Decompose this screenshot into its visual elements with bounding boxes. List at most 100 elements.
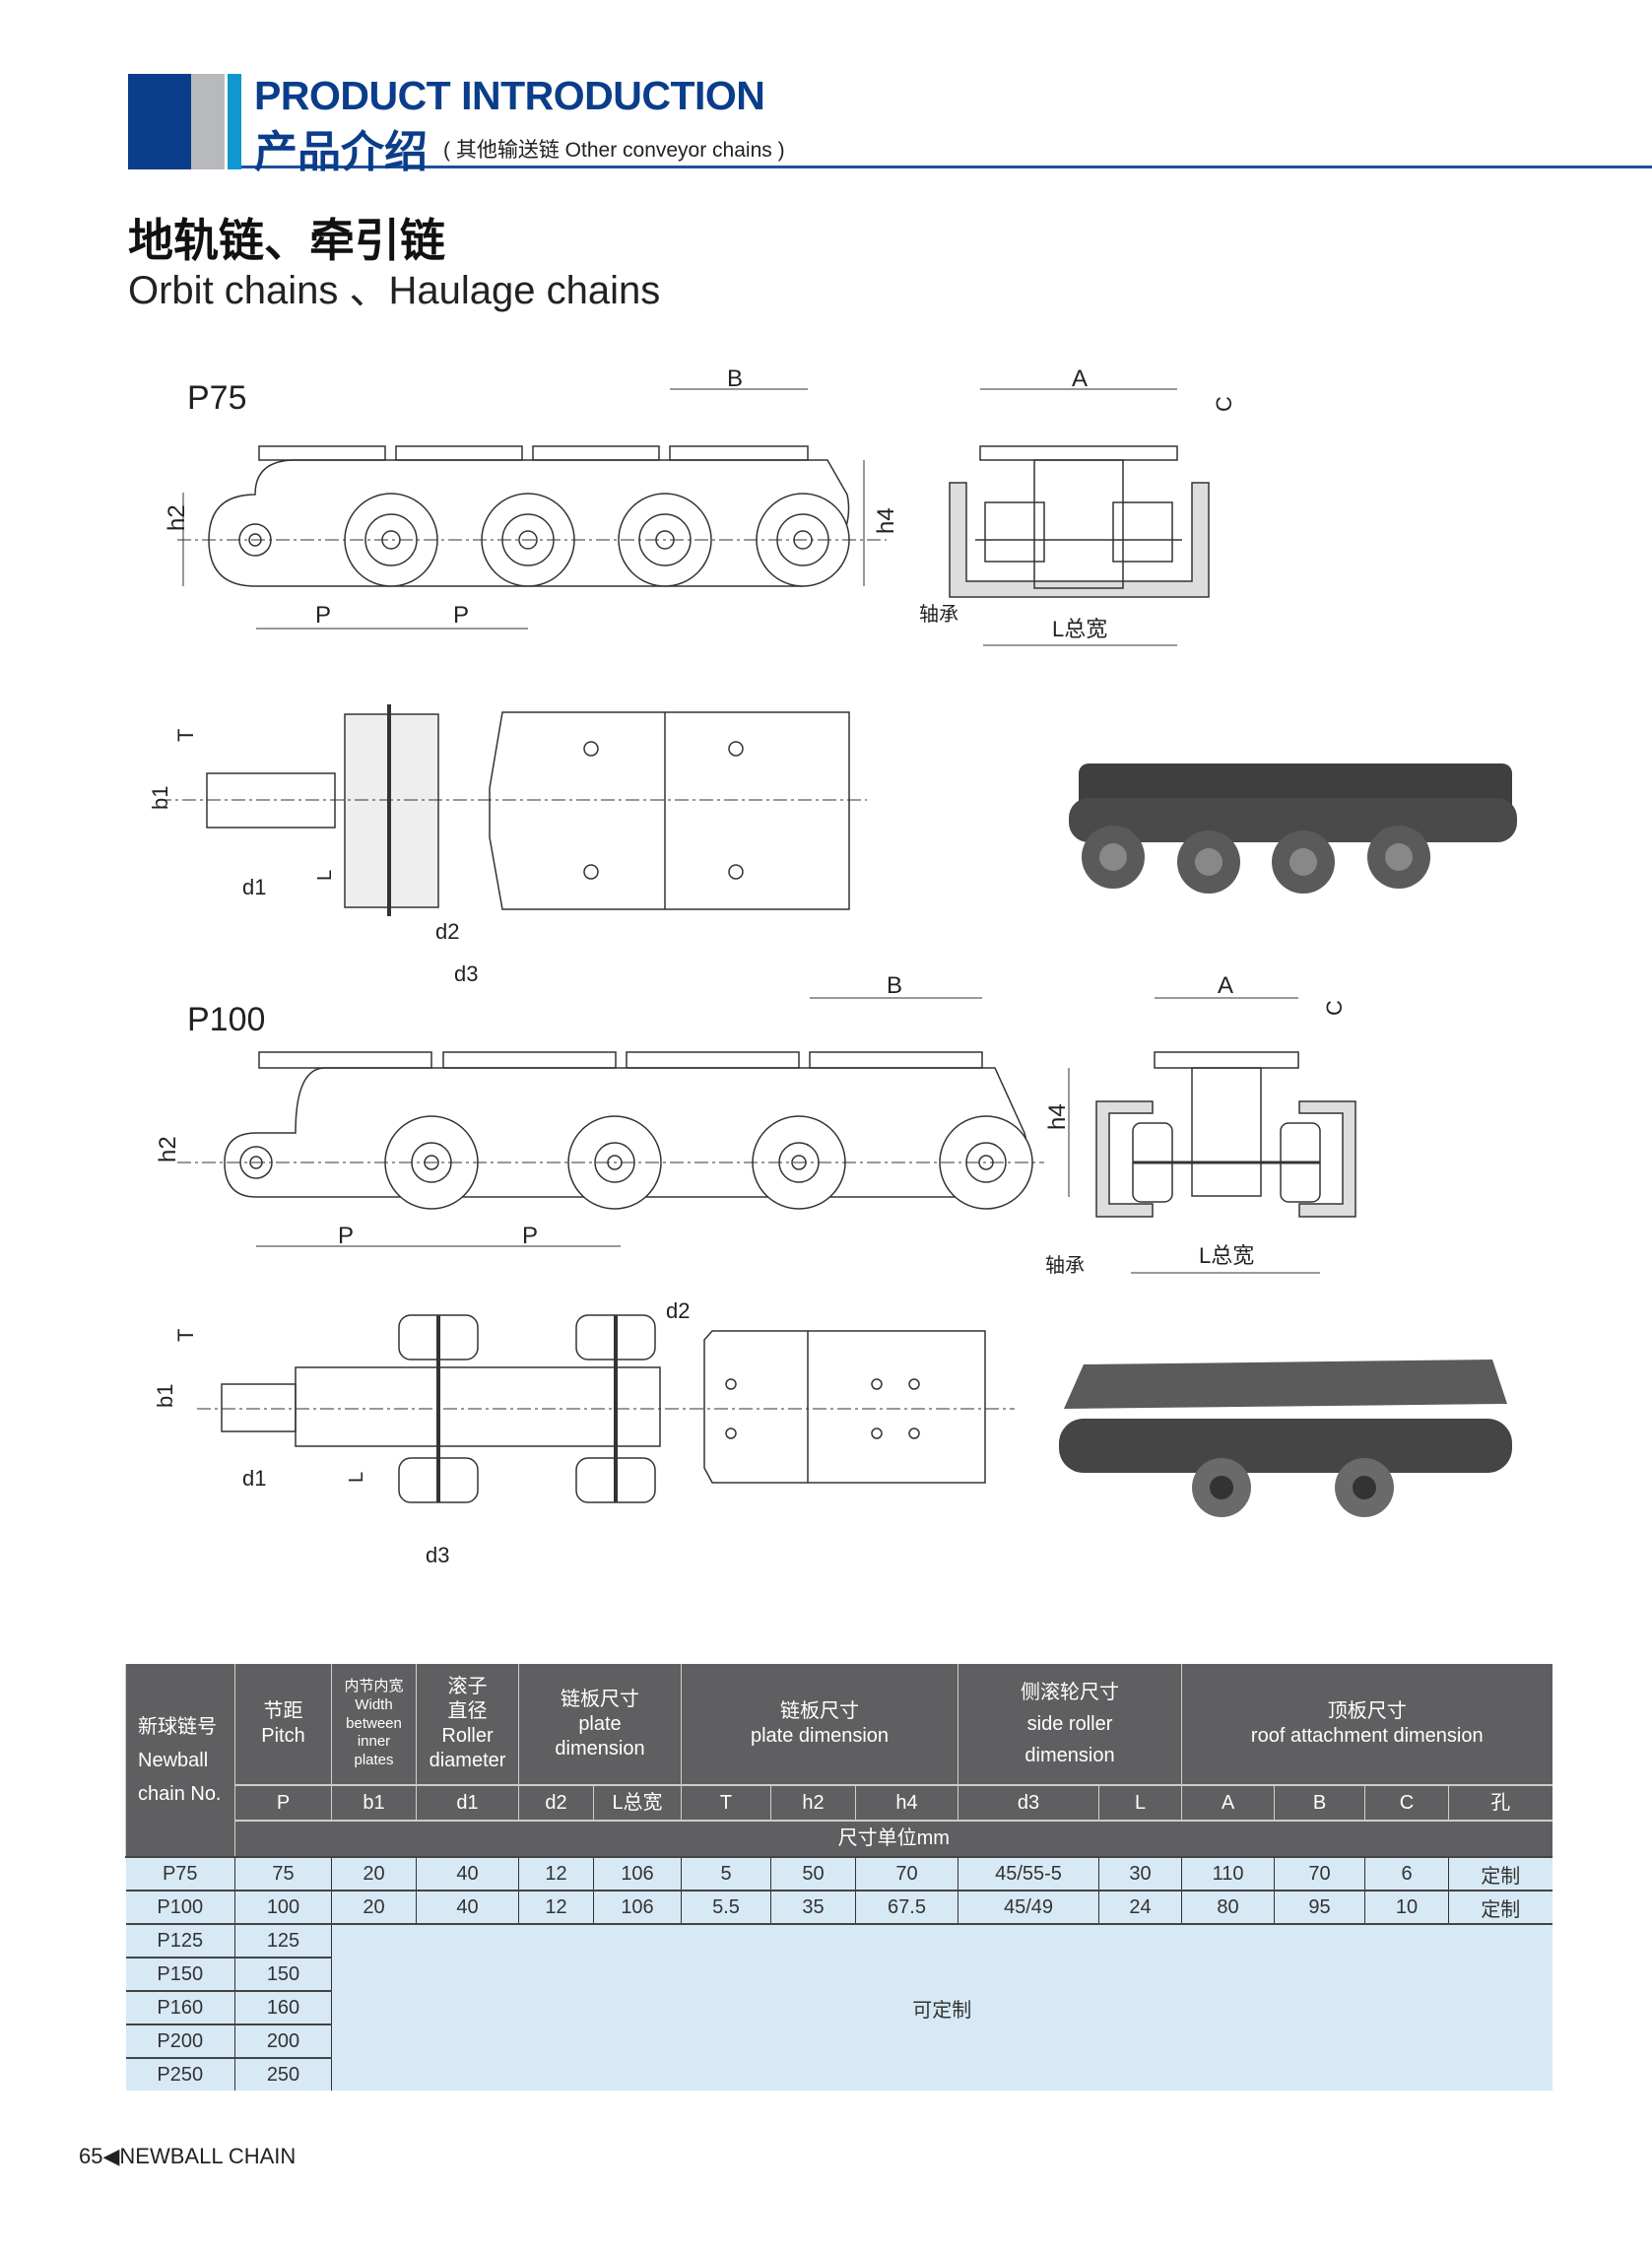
p100-b1-label: b1 <box>153 1384 177 1408</box>
header-block-cyan <box>228 74 241 169</box>
arrow-left-icon: ◀ <box>102 2144 120 2168</box>
table-cell: 12 <box>518 1890 594 1924</box>
table-cell: P200 <box>125 2024 235 2058</box>
p100-l-label: L <box>346 1472 367 1483</box>
p75-b-label: B <box>727 365 743 392</box>
subheader-cell: L总宽 <box>592 1784 682 1821</box>
subheader-cell: C <box>1364 1784 1449 1821</box>
table-cell: 95 <box>1274 1890 1365 1924</box>
p75-chain-photo <box>1069 763 1517 894</box>
table-cell: 125 <box>234 1923 332 1958</box>
table-cell: 45/55-5 <box>958 1856 1099 1891</box>
subheader-cell: d2 <box>518 1784 594 1821</box>
p75-b1-label: b1 <box>148 786 172 810</box>
table-cell: 6 <box>1364 1856 1449 1891</box>
subheader-cell: B <box>1274 1784 1365 1821</box>
p75-pitch-label-2: P <box>453 602 469 629</box>
table-cell: 40 <box>416 1890 519 1924</box>
p75-ltotal-label: L总宽 <box>1052 617 1107 641</box>
p75-d1-label: d1 <box>242 875 266 899</box>
table-cell: 5.5 <box>681 1890 771 1924</box>
table-cell: 75 <box>234 1856 332 1891</box>
p100-top-view: T b1 d1 L d2 d3 <box>153 1298 1015 1567</box>
footer-brand: NEWBALL CHAIN <box>119 2144 297 2168</box>
table-cell: 250 <box>234 2057 332 2091</box>
subheader-cell: b1 <box>331 1784 417 1821</box>
subheader-cell: h4 <box>855 1784 958 1821</box>
p75-c-label: C <box>1212 396 1236 412</box>
section-title-cn: 地轨链、牵引链 <box>128 215 445 266</box>
table-cell: P100 <box>125 1890 235 1924</box>
p100-h4-label: h4 <box>1044 1103 1071 1130</box>
unit-row: 尺寸单位mm <box>233 1820 1553 1857</box>
table-cell: 40 <box>416 1856 519 1891</box>
technical-drawings: P75 h2 h4 P P B A C 轴承 L总宽 T b1 d1 L d2 <box>148 365 1517 1567</box>
table-cell: 24 <box>1098 1890 1182 1924</box>
table-cell: P250 <box>125 2057 235 2091</box>
table-cell: 67.5 <box>855 1890 958 1924</box>
table-cell: P125 <box>125 1923 235 1958</box>
table-cell: 200 <box>234 2024 332 2058</box>
header-subtitle: ( 其他输送链 Other conveyor chains ) <box>443 139 785 162</box>
p100-h2-label: h2 <box>155 1136 181 1162</box>
p100-pitch-label-2: P <box>522 1223 538 1249</box>
table-cell: 70 <box>855 1856 958 1891</box>
footer: 65◀NEWBALL CHAIN <box>79 2144 296 2169</box>
subheader-cell: T <box>681 1784 771 1821</box>
p100-pitch-label-1: P <box>338 1223 354 1249</box>
p75-d3-label: d3 <box>454 962 478 986</box>
p100-d1-label: d1 <box>242 1466 266 1491</box>
p75-l-label: L <box>314 870 336 881</box>
subheader-cell: d1 <box>416 1784 519 1821</box>
table-cell: P150 <box>125 1957 235 1991</box>
p75-side-view: P75 h2 h4 P P B <box>164 365 899 630</box>
subheader-cell: A <box>1181 1784 1275 1821</box>
table-cell: 110 <box>1181 1856 1275 1891</box>
header-block-grey <box>191 74 225 169</box>
subheader-cell: h2 <box>770 1784 856 1821</box>
table-cell: 70 <box>1274 1856 1365 1891</box>
p100-t-label: T <box>173 1329 198 1342</box>
p100-d2-label: d2 <box>666 1298 690 1323</box>
table-cell: 20 <box>331 1890 417 1924</box>
header-title-cn: 产品介绍 <box>254 128 428 176</box>
p75-a-label: A <box>1072 365 1088 392</box>
table-cell: 106 <box>592 1890 682 1924</box>
p100-label: P100 <box>187 1001 265 1038</box>
p75-h4-label: h4 <box>873 507 899 534</box>
p75-t-label: T <box>173 729 198 742</box>
p100-d3-label: d3 <box>426 1543 449 1567</box>
table-cell: 定制 <box>1448 1856 1553 1891</box>
p100-bearing-label: 轴承 <box>1045 1254 1085 1277</box>
table-cell: 45/49 <box>958 1890 1099 1924</box>
table-cell: 80 <box>1181 1890 1275 1924</box>
subheader-cell: d3 <box>958 1784 1099 1821</box>
p75-label: P75 <box>187 379 247 417</box>
table-cell: 12 <box>518 1856 594 1891</box>
p100-end-view: A C 轴承 L总宽 <box>1045 972 1356 1277</box>
table-cell: P75 <box>125 1856 235 1891</box>
subheader-cell: 孔 <box>1448 1784 1553 1821</box>
table-cell: 160 <box>234 1990 332 2025</box>
page-number: 65 <box>79 2144 103 2168</box>
p100-b-label: B <box>887 972 902 999</box>
table-cell: 20 <box>331 1856 417 1891</box>
table-cell: 150 <box>234 1957 332 1991</box>
p100-ltotal-label: L总宽 <box>1199 1243 1254 1268</box>
p75-d2-label: d2 <box>435 919 459 944</box>
p75-h2-label: h2 <box>164 504 190 531</box>
